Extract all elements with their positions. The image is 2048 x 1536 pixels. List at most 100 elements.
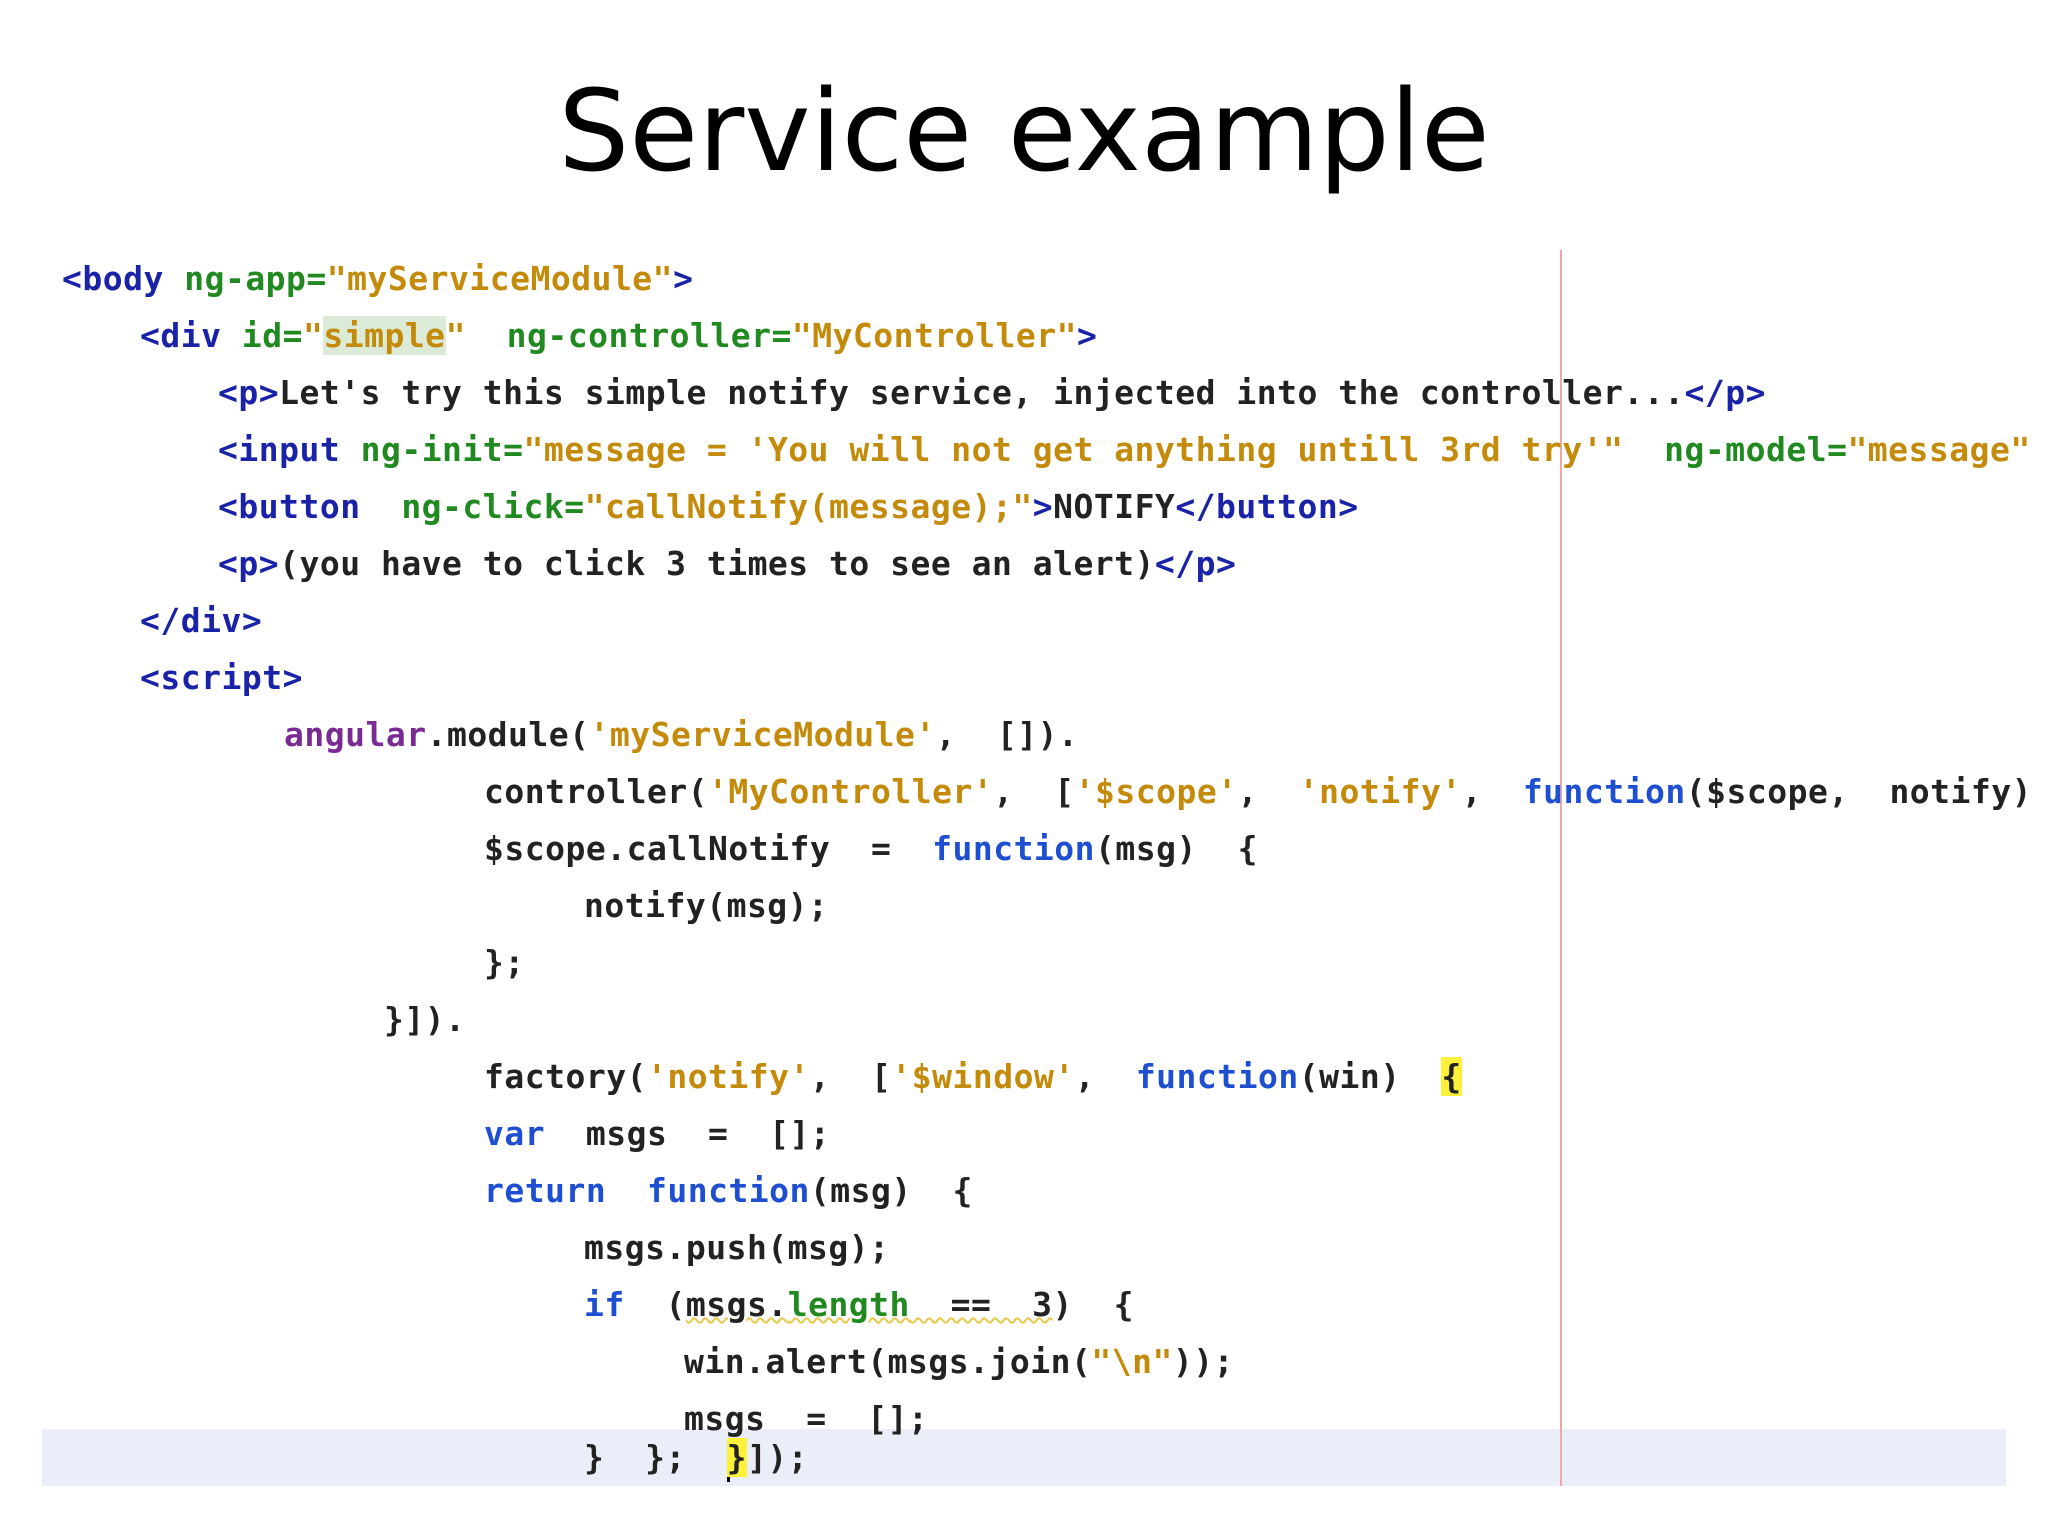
code-token: "message" (1847, 430, 2031, 469)
code-token: function (1522, 772, 1686, 811)
code-token: var (484, 1114, 546, 1153)
code-token: ng-app= (163, 259, 327, 298)
code-token: 'notify' (646, 1057, 810, 1096)
code-line: win.alert(msgs.join("\n")); (684, 1333, 1234, 1390)
code-token: function (1135, 1057, 1299, 1096)
code-token: return (484, 1171, 607, 1210)
code-token: '$window' (891, 1057, 1075, 1096)
code-token: "\n" (1091, 1342, 1173, 1381)
code-token: , [ (993, 772, 1075, 811)
code-line: }]). (384, 991, 465, 1048)
code-token: NOTIFY (1053, 487, 1176, 526)
code-token: ng-click= (360, 487, 585, 526)
code-token: ) { (1052, 1285, 1134, 1324)
code-token: controller( (484, 772, 709, 811)
code-token: </p> (1154, 544, 1237, 583)
code-token: notify(msg); (584, 886, 829, 925)
slide-title: Service example (558, 67, 1490, 197)
code-token: </p> (1684, 373, 1766, 412)
code-line: if (msgs.length == 3) { (584, 1276, 1134, 1333)
matched-brace: { (1441, 1057, 1462, 1096)
code-token: <input (218, 430, 341, 469)
code-token: <button (218, 487, 361, 526)
code-token: ng-init= (340, 430, 524, 469)
code-line: <input ng-init="message = 'You will not … (218, 421, 2048, 478)
code-line: $scope.callNotify = function(msg) { (484, 820, 1258, 877)
code-token: </button> (1175, 487, 1359, 526)
code-line: <body ng-app="myServiceModule"> (62, 250, 693, 307)
code-line: msgs.push(msg); (584, 1219, 890, 1276)
code-token: } }; (584, 1438, 727, 1477)
code-line: angular.module('myServiceModule', []). (284, 706, 1078, 763)
code-token: ]); (746, 1438, 809, 1477)
code-token: "message = 'You will not get anything un… (523, 430, 1624, 469)
code-token: '$scope' (1074, 772, 1238, 811)
code-token: simple (323, 316, 446, 355)
code-token: msgs. (685, 1285, 788, 1324)
code-line: <script> (140, 649, 303, 706)
code-token: (msg) { (809, 1171, 973, 1210)
code-token: function (646, 1171, 810, 1210)
code-token: (you have to click 3 times to see an ale… (279, 544, 1155, 583)
code-token: function (932, 829, 1096, 868)
code-line: controller('MyController', ['$scope', 'n… (484, 763, 2048, 820)
code-line: var msgs = []; (484, 1105, 830, 1162)
code-line: <button ng-click="callNotify(message);">… (218, 478, 1359, 535)
code-token: , [ (809, 1057, 892, 1096)
code-editor[interactable]: <body ng-app="myServiceModule"> <div id=… (42, 250, 2032, 1486)
code-token: <p> (218, 544, 280, 583)
code-token: <p> (218, 373, 280, 412)
code-token: ($scope, notify) { (1685, 772, 2033, 811)
code-token: factory( (484, 1057, 647, 1096)
code-token: </div> (140, 601, 263, 640)
code-token: msgs.push(msg); (584, 1228, 890, 1267)
code-token: "callNotify(message);" (584, 487, 1033, 526)
code-token: }; (484, 943, 525, 982)
code-token: > (2031, 430, 2048, 469)
code-token: 'myServiceModule' (589, 715, 936, 754)
code-line: }; (484, 934, 525, 991)
code-token: win.alert(msgs.join( (684, 1342, 1092, 1381)
code-line: msgs = []; (684, 1390, 928, 1447)
code-token: $scope.callNotify = (484, 829, 933, 868)
code-token: }]). (384, 1000, 466, 1039)
code-token: ng-controller= (465, 316, 792, 355)
code-token: length (787, 1285, 910, 1324)
code-token: , []). (935, 715, 1079, 754)
code-line: <p>Let's try this simple notify service,… (218, 364, 1766, 421)
code-panel (42, 250, 2006, 1486)
code-token: (msg) { (1095, 829, 1258, 868)
code-token: Let's try this simple notify service, in… (279, 373, 1685, 412)
code-token: if (584, 1285, 625, 1324)
code-token: 'MyController' (708, 772, 994, 811)
right-margin-guide (1560, 250, 1562, 1486)
current-line-highlight (42, 1429, 2006, 1486)
code-token: " (302, 316, 324, 355)
code-token: > (1032, 487, 1054, 526)
matched-brace: } (726, 1438, 747, 1477)
code-token: angular (284, 715, 427, 754)
code-token: msgs = []; (545, 1114, 831, 1153)
code-token: (win) (1298, 1057, 1442, 1096)
code-token: <div (140, 316, 222, 355)
code-token: ng-model= (1623, 430, 1848, 469)
code-token: msgs = []; (684, 1399, 929, 1438)
code-line: <p>(you have to click 3 times to see an … (218, 535, 1236, 592)
code-token: id= (221, 316, 303, 355)
code-line: </div> (140, 592, 262, 649)
code-token: "myServiceModule" (326, 259, 674, 298)
code-token: , (1237, 772, 1299, 811)
code-token (606, 1171, 647, 1210)
code-token: <script> (140, 658, 303, 697)
code-token: " (445, 316, 466, 355)
code-token: <body (62, 259, 164, 298)
code-line: notify(msg); (584, 877, 828, 934)
code-token: , (1074, 1057, 1136, 1096)
code-token: ( (624, 1285, 686, 1324)
code-token: > (673, 259, 694, 298)
code-token: == 3 (909, 1285, 1053, 1324)
code-token: .module( (426, 715, 590, 754)
code-line: <div id="simple" ng-controller="MyContro… (140, 307, 1097, 364)
code-token: "MyController" (791, 316, 1077, 355)
